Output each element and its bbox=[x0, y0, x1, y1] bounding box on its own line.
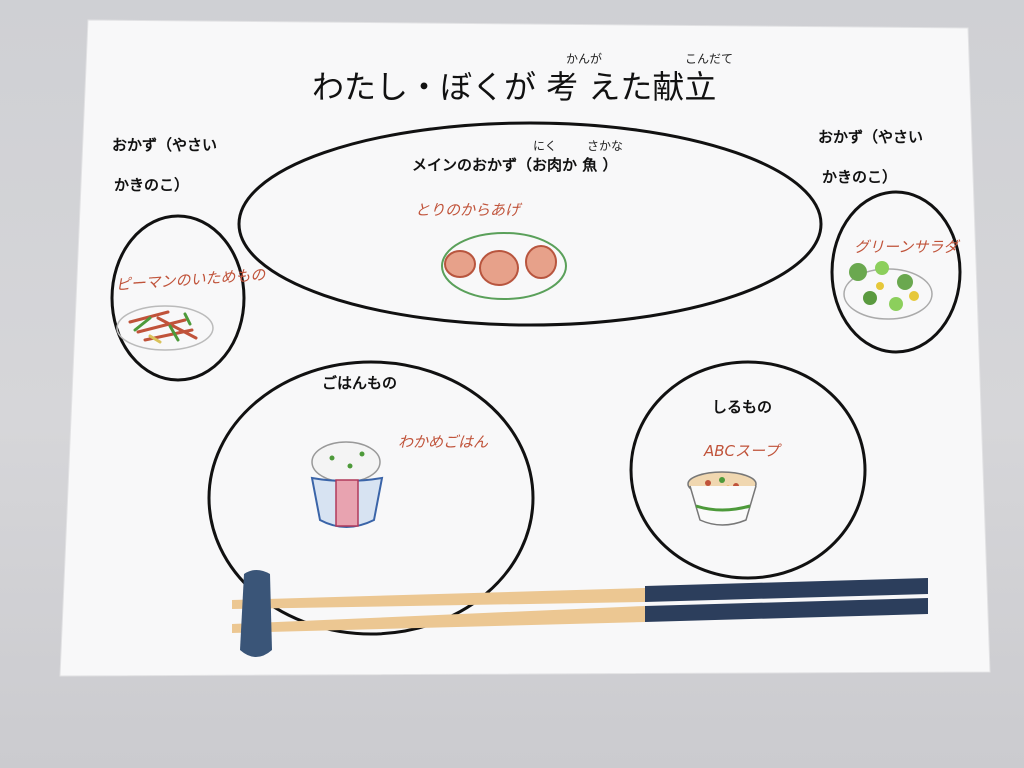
left-side-label-2: かきのこ） bbox=[114, 176, 189, 194]
right-side-label-1: おかず（やさい bbox=[818, 128, 923, 146]
right-side-handwritten: グリーンサラダ bbox=[854, 238, 961, 256]
paper-sheet bbox=[59, 19, 991, 677]
rice-handwritten: わかめごはん bbox=[398, 433, 489, 451]
right-side-label-2: かきのこ） bbox=[822, 168, 897, 186]
green-salad-drawing bbox=[843, 261, 933, 320]
ruby-kanga: かんが bbox=[566, 51, 602, 66]
soup-handwritten: ABCスープ bbox=[703, 442, 782, 460]
chopstick-rest-icon bbox=[240, 570, 272, 657]
soup-bowl-drawing bbox=[687, 471, 757, 526]
left-side-dish-circle bbox=[110, 214, 246, 382]
ruby-sakana: さかな bbox=[587, 139, 623, 153]
rice-bowl-drawing bbox=[310, 441, 384, 528]
sheet-title: わたし・ぼくが 考 えた献立 bbox=[312, 68, 716, 106]
left-side-label-1: おかず（やさい bbox=[112, 136, 217, 154]
main-handwritten: とりのからあげ bbox=[415, 201, 523, 219]
karaage-drawing bbox=[441, 232, 567, 300]
soup-label: しるもの bbox=[712, 398, 772, 416]
rice-dish-circle bbox=[207, 360, 535, 636]
main-dish-ellipse bbox=[237, 121, 823, 327]
ruby-kondate: こんだて bbox=[685, 52, 733, 66]
pepper-stirfry-drawing bbox=[116, 305, 214, 351]
ruby-niku: にく bbox=[533, 139, 557, 153]
right-side-dish-circle bbox=[830, 190, 962, 354]
rice-label: ごはんもの bbox=[322, 374, 397, 392]
main-label: メインのおかず（お肉か 魚 ） bbox=[412, 156, 617, 174]
chopsticks-icon bbox=[232, 578, 928, 633]
soup-circle bbox=[629, 360, 867, 580]
